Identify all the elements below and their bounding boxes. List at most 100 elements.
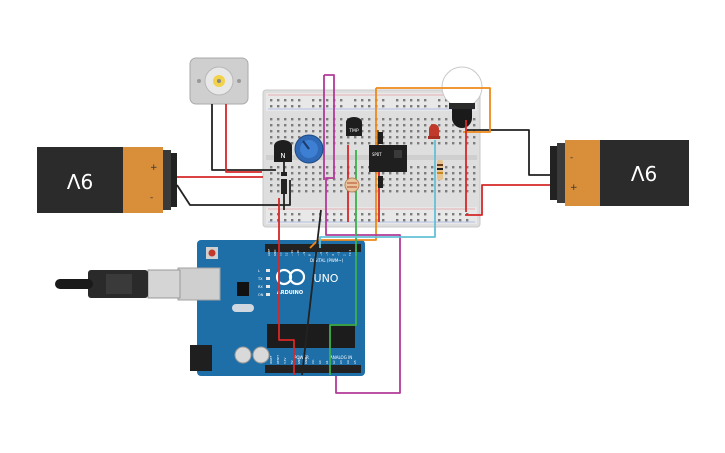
breadboard-hole [312,190,315,193]
breadboard-hole [452,184,455,187]
breadboard-hole [284,105,287,108]
breadboard-hole [284,213,287,216]
breadboard-hole [417,99,420,102]
breadboard-hole [298,219,301,222]
breadboard-hole [340,136,343,139]
breadboard-hole [326,172,329,175]
breadboard-hole [368,118,371,121]
arduino-bottom-pin-label: A3 [339,360,343,364]
breadboard-hole [368,172,371,175]
arduino-uno-board[interactable]: ARDUINO UNO DIGITAL (PWM~) POWER ANALOG … [177,240,365,376]
breadboard-hole [389,124,392,127]
breadboard-hole [361,118,364,121]
arduino-top-pin-label: TX 1 [348,249,352,257]
breadboard-hole [424,118,427,121]
breadboard-hole [284,118,287,121]
wire-red-arduino-power [278,198,295,375]
breadboard-hole [319,190,322,193]
breadboard-hole [368,136,371,139]
breadboard-hole [305,118,308,121]
arduino-bottom-pin-label: GND [304,358,308,364]
breadboard-hole [438,142,441,145]
breadboard-hole [459,142,462,145]
arduino-bottom-pin-label: A1 [325,360,329,364]
breadboard-hole [319,136,322,139]
breadboard-hole [396,172,399,175]
breadboard-hole [473,166,476,169]
breadboard-hole [424,142,427,145]
battery-left[interactable]: 9V + - [37,147,177,213]
breadboard-hole [319,105,322,108]
arduino-top-pin-label: 12 [284,252,288,256]
breadboard-hole [438,124,441,127]
breadboard-hole [361,99,364,102]
diode[interactable] [281,172,287,194]
breadboard-hole [284,99,287,102]
arduino-bottom-pin-label: 3.3V [283,358,287,364]
breadboard-hole [368,124,371,127]
breadboard-hole [417,213,420,216]
resistor-small[interactable] [378,132,383,188]
breadboard-hole [410,105,413,108]
breadboard-hole [347,142,350,145]
breadboard-hole [473,124,476,127]
light-bulb[interactable] [441,66,483,128]
breadboard-hole [410,219,413,222]
arduino-model: UNO [314,272,339,285]
photoresistor[interactable] [344,177,360,193]
breadboard-hole [340,105,343,108]
breadboard-hole [298,136,301,139]
breadboard-hole [326,118,329,121]
breadboard-hole [459,184,462,187]
breadboard-hole [417,219,420,222]
breadboard-hole [452,142,455,145]
breadboard-hole [445,142,448,145]
breadboard-hole [312,178,315,181]
breadboard-hole [326,105,329,108]
breadboard-hole [459,219,462,222]
battery-right[interactable]: 9V - + [550,140,689,206]
transistor[interactable]: N [274,140,292,162]
breadboard-hole [277,99,280,102]
breadboard-hole [361,142,364,145]
breadboard-hole [424,105,427,108]
breadboard-hole [312,130,315,133]
breadboard-hole [382,184,385,187]
breadboard-hole [277,118,280,121]
resistor[interactable] [437,160,443,180]
potentiometer[interactable] [294,134,324,164]
breadboard-hole [438,219,441,222]
arduino-top-pin-label: ~11 [290,250,294,256]
relay[interactable]: SPDT [369,145,407,172]
usb-cable[interactable] [55,269,181,299]
led-red[interactable] [428,124,440,139]
breadboard-hole [312,184,315,187]
breadboard-hole [284,219,287,222]
breadboard-hole [389,190,392,193]
breadboard-hole [445,178,448,181]
arduino-top-pin-label: ~10 [296,250,300,256]
dc-motor[interactable] [189,57,249,105]
breadboard-hole [298,99,301,102]
breadboard-hole [277,166,280,169]
breadboard-hole [291,99,294,102]
breadboard-hole [270,219,273,222]
breadboard-hole [459,213,462,216]
breadboard-hole [473,172,476,175]
breadboard-hole [361,136,364,139]
arduino-top-pin-label: AREF [267,248,271,256]
breadboard-hole [403,105,406,108]
arduino-logo-icon [275,268,306,286]
breadboard-hole [424,99,427,102]
wire-battery-left-black [176,180,291,206]
breadboard-hole [319,184,322,187]
wire-battery-right-red [465,184,550,216]
breadboard-hole [277,124,280,127]
breadboard-hole [319,99,322,102]
breadboard-hole [291,166,294,169]
breadboard-hole [291,172,294,175]
temperature-sensor[interactable]: TMP [346,117,362,136]
breadboard-hole [431,184,434,187]
breadboard-hole [410,178,413,181]
